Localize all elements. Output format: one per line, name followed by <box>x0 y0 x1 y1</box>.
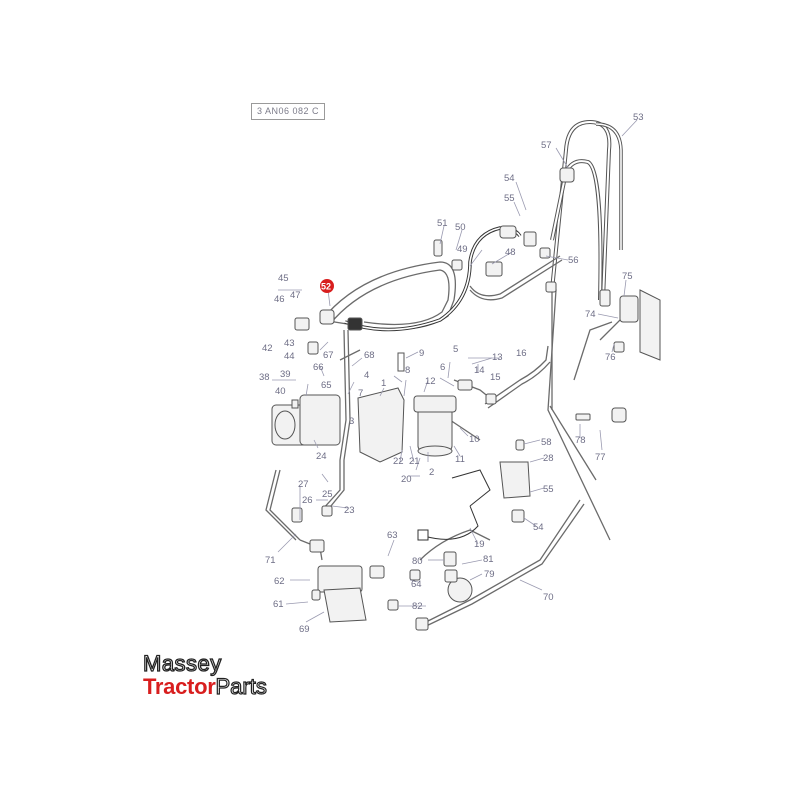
callout-70: 70 <box>543 592 554 603</box>
callout-74: 74 <box>585 309 596 320</box>
callout-78: 78 <box>575 435 586 446</box>
callout-20: 20 <box>401 474 412 485</box>
callout-52-highlight <box>320 279 334 293</box>
brand-logo: Massey TractorParts <box>142 651 268 699</box>
callout-76: 76 <box>605 352 616 363</box>
callout-52: 52 <box>321 282 331 292</box>
callout-40: 40 <box>275 386 286 397</box>
callout-54b: 54 <box>533 522 544 533</box>
callout-47: 47 <box>290 290 301 301</box>
callout-26: 26 <box>302 495 313 506</box>
callout-67: 67 <box>323 350 334 361</box>
callout-50: 50 <box>455 222 466 233</box>
callout-62: 62 <box>274 576 285 587</box>
callout-3: 3 <box>349 416 354 427</box>
callout-77: 77 <box>595 452 606 463</box>
callout-55b: 55 <box>543 484 554 495</box>
callout-16: 16 <box>516 348 527 359</box>
callout-38: 38 <box>259 372 270 383</box>
part-callouts: 53 57 54 55 51 50 49 48 56 45 46 47 52 7… <box>259 112 644 635</box>
callout-81: 81 <box>483 554 494 565</box>
callout-43: 43 <box>284 338 295 349</box>
callout-28: 28 <box>543 453 554 464</box>
callout-23: 23 <box>344 505 355 516</box>
callout-69: 69 <box>299 624 310 635</box>
pipe-lines <box>265 119 637 630</box>
callout-66: 66 <box>313 362 324 373</box>
callout-9: 9 <box>419 348 424 359</box>
callout-27: 27 <box>298 479 309 490</box>
callout-11: 11 <box>455 454 465 465</box>
callout-65: 65 <box>321 380 332 391</box>
callout-49: 49 <box>457 244 468 255</box>
callout-80: 80 <box>412 556 423 567</box>
callout-8: 8 <box>405 365 410 376</box>
callout-21: 21 <box>409 456 420 467</box>
callout-1: 1 <box>381 378 386 389</box>
callout-46: 46 <box>274 294 285 305</box>
callout-79: 79 <box>484 569 495 580</box>
components <box>271 167 661 631</box>
callout-57: 57 <box>541 140 552 151</box>
callout-63: 63 <box>387 530 398 541</box>
callout-22: 22 <box>393 456 404 467</box>
callout-82: 82 <box>412 601 423 612</box>
brand-logo-tractor: Tractor <box>143 674 216 699</box>
callout-55: 55 <box>504 193 515 204</box>
callout-12: 12 <box>425 376 436 387</box>
leader-lines <box>272 119 638 623</box>
callout-64: 64 <box>411 579 422 590</box>
callout-68: 68 <box>364 350 375 361</box>
callout-53: 53 <box>633 112 644 123</box>
callout-75: 75 <box>622 271 633 282</box>
callout-44: 44 <box>284 351 295 362</box>
callout-56: 56 <box>568 255 579 266</box>
callout-14: 14 <box>474 365 485 376</box>
callout-48: 48 <box>505 247 516 258</box>
callout-42: 42 <box>262 343 273 354</box>
callout-24: 24 <box>316 451 327 462</box>
callout-7: 7 <box>358 388 363 399</box>
callout-2: 2 <box>429 467 434 478</box>
callout-5: 5 <box>453 344 458 355</box>
callout-4: 4 <box>364 370 369 381</box>
callout-54: 54 <box>504 173 515 184</box>
callout-6: 6 <box>440 362 445 373</box>
callout-71: 71 <box>265 555 276 566</box>
callout-25: 25 <box>322 489 333 500</box>
brand-logo-bottom: TractorParts <box>143 674 268 699</box>
brand-logo-top: Massey <box>142 651 222 676</box>
callout-10: 10 <box>469 434 480 445</box>
callout-15: 15 <box>490 372 501 383</box>
callout-58: 58 <box>541 437 552 448</box>
callout-51: 51 <box>437 218 448 229</box>
callout-45: 45 <box>278 273 289 284</box>
callout-61: 61 <box>273 599 284 610</box>
brand-logo-parts: Parts <box>215 674 268 699</box>
callout-19: 19 <box>474 539 485 550</box>
callout-13: 13 <box>492 352 503 363</box>
callout-39: 39 <box>280 369 291 380</box>
drawing-reference-code: 3 AN06 082 C <box>251 103 325 120</box>
